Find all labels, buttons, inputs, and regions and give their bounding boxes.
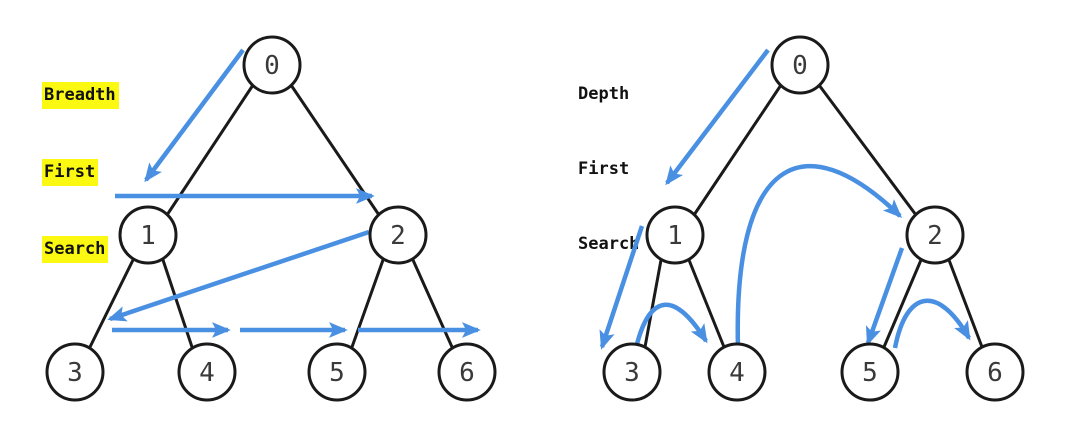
dfs-node-0-label: 0 <box>792 51 808 81</box>
dfs-node-6-circle <box>965 342 1025 402</box>
bfs-node-1[interactable]: 1 <box>118 205 178 265</box>
dfs-arrow-4-to-2 <box>735 163 903 349</box>
bfs-title-line-3: Search <box>42 236 109 263</box>
dfs-traversal-arrows <box>599 48 971 350</box>
dfs-edge-2-5 <box>882 258 923 349</box>
bfs-node-3-circle <box>45 342 105 402</box>
bfs-edge-0-1 <box>165 83 255 217</box>
dfs-arrow-1-to-3 <box>599 225 645 350</box>
bfs-node-2-circle <box>368 205 428 265</box>
dfs-node-1-circle <box>645 205 705 265</box>
dfs-node-4-label: 4 <box>729 358 745 388</box>
bfs-traversal-arrows <box>107 48 481 338</box>
bfs-node-5-circle <box>307 342 367 402</box>
bfs-node-4-circle <box>177 342 237 402</box>
bfs-node-0-label: 0 <box>264 51 280 81</box>
bfs-nodes: 0 1 2 3 4 5 6 <box>45 35 497 402</box>
bfs-node-0-circle <box>242 35 302 95</box>
dfs-title-line-2: First <box>578 159 630 179</box>
dfs-arrow-2-to-5 <box>865 247 905 346</box>
dfs-edge-0-1 <box>692 83 783 217</box>
bfs-node-1-circle <box>118 205 178 265</box>
bfs-node-1-label: 1 <box>140 221 156 251</box>
bfs-node-3[interactable]: 3 <box>45 342 105 402</box>
dfs-node-5-label: 5 <box>862 358 878 388</box>
bfs-node-6-label: 6 <box>459 358 475 388</box>
bfs-title-line-2: First <box>42 159 99 186</box>
dfs-node-3-circle <box>602 342 662 402</box>
dfs-node-1[interactable]: 1 <box>645 205 705 265</box>
bfs-edge-1-4 <box>161 258 194 349</box>
dfs-node-3[interactable]: 3 <box>602 342 662 402</box>
bfs-node-2-label: 2 <box>390 221 406 251</box>
dfs-node-2-circle <box>905 205 965 265</box>
dfs-node-2-label: 2 <box>927 221 943 251</box>
dfs-edge-1-4 <box>687 258 726 349</box>
bfs-title: Breadth First Search <box>42 32 119 313</box>
dfs-node-6-label: 6 <box>987 358 1003 388</box>
bfs-node-2[interactable]: 2 <box>368 205 428 265</box>
dfs-node-2[interactable]: 2 <box>905 205 965 265</box>
dfs-edge-0-2 <box>817 83 918 217</box>
bfs-node-5[interactable]: 5 <box>307 342 367 402</box>
bfs-arrow-2-to-3 <box>107 229 370 322</box>
bfs-node-6-circle <box>437 342 497 402</box>
bfs-node-6[interactable]: 6 <box>437 342 497 402</box>
bfs-node-4[interactable]: 4 <box>177 342 237 402</box>
dfs-node-4-circle <box>707 342 767 402</box>
bfs-node-5-label: 5 <box>329 358 345 388</box>
dfs-title-line-1: Depth <box>578 84 630 104</box>
dfs-arrow-0-to-1 <box>665 48 770 186</box>
dfs-arrow-3-to-4 <box>633 302 708 349</box>
bfs-edge-2-5 <box>350 258 385 349</box>
bfs-node-3-label: 3 <box>67 358 83 388</box>
dfs-node-3-label: 3 <box>624 358 640 388</box>
bfs-node-4-label: 4 <box>199 358 215 388</box>
bfs-edge-2-6 <box>411 258 454 349</box>
bfs-edges <box>88 83 454 349</box>
dfs-node-5[interactable]: 5 <box>840 342 900 402</box>
dfs-title-line-3: Search <box>578 234 640 254</box>
dfs-nodes: 0 1 2 3 4 5 6 <box>602 35 1025 402</box>
bfs-arrow-0-to-1 <box>144 48 245 183</box>
bfs-node-0[interactable]: 0 <box>242 35 302 95</box>
dfs-node-1-label: 1 <box>667 221 683 251</box>
dfs-edges <box>643 83 984 349</box>
bfs-edge-1-3 <box>88 258 135 349</box>
dfs-edge-1-3 <box>643 258 663 349</box>
dfs-node-0-circle <box>770 35 830 95</box>
dfs-node-5-circle <box>840 342 900 402</box>
dfs-node-0[interactable]: 0 <box>770 35 830 95</box>
bfs-title-line-1: Breadth <box>42 82 119 109</box>
dfs-edge-2-6 <box>947 258 984 349</box>
dfs-title: Depth First Search <box>578 32 639 307</box>
dfs-arrow-5-to-6 <box>892 298 971 349</box>
dfs-node-4[interactable]: 4 <box>707 342 767 402</box>
dfs-node-6[interactable]: 6 <box>965 342 1025 402</box>
